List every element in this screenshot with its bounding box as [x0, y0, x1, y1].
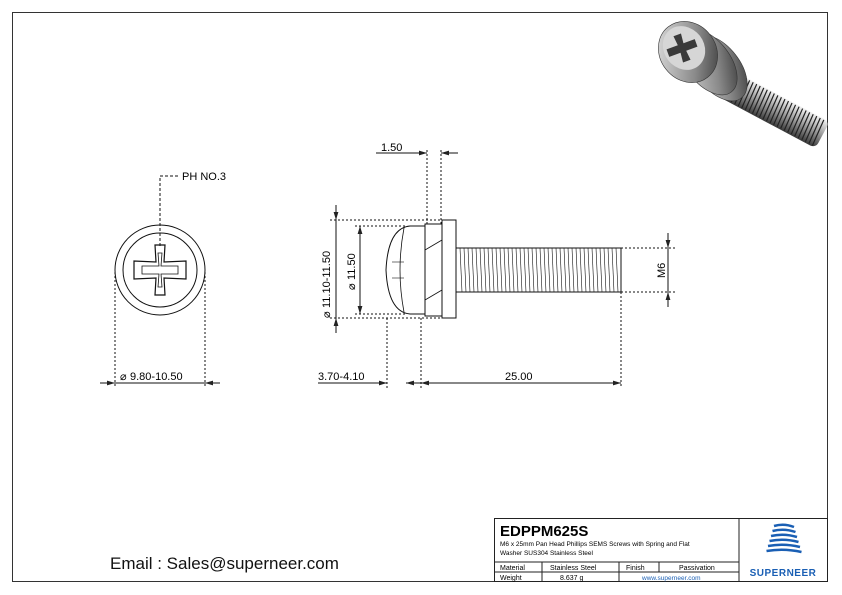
head-diameter-symbol: ⌀	[120, 371, 127, 383]
callout-leader	[159, 175, 180, 246]
screw-3d-render-icon	[658, 21, 828, 147]
finish-label: Finish	[626, 565, 645, 572]
length-label: 25.00	[505, 371, 533, 383]
superneer-logo-icon	[766, 523, 802, 554]
title-block: EDPPM625S M6 x 25mm Pan Head Phillips SE…	[494, 518, 828, 582]
head-height-label: 3.70-4.10	[318, 371, 364, 383]
spring-washer	[424, 223, 443, 317]
head-diameter-label: 9.80-10.50	[130, 371, 183, 383]
washer-thickness-label: 1.50	[381, 142, 402, 154]
screw-head	[385, 225, 426, 315]
contact-email[interactable]: Email : Sales@superneer.com	[110, 554, 339, 573]
finish-value: Passivation	[679, 565, 715, 572]
weight-value: 8.637 g	[560, 575, 583, 582]
weight-label: Weight	[500, 575, 522, 582]
head-view	[100, 175, 220, 388]
material-value: Stainless Steel	[550, 565, 597, 572]
phillips-recess-icon	[133, 244, 187, 296]
brand-name: SUPERNEER	[750, 568, 817, 579]
washer-diameter-label: 11.10-11.50	[321, 251, 333, 308]
side-view	[318, 150, 675, 388]
website-link[interactable]: www.superneer.com	[641, 575, 701, 582]
flat-washer	[441, 219, 457, 319]
drawing-frame	[12, 12, 828, 582]
washer-diameter-symbol: ⌀	[321, 311, 333, 318]
head-dia-label: 11.50	[346, 253, 358, 280]
material-label: Material	[500, 565, 525, 572]
head-dia-symbol: ⌀	[346, 283, 358, 290]
description-line1: M6 x 25mm Pan Head Phillips SEMS Screws …	[500, 541, 690, 548]
thread-lines	[459, 247, 619, 293]
part-number: EDPPM625S	[500, 523, 588, 540]
description-line2: Washer SUS304 Stainless Steel	[500, 550, 594, 557]
phillips-size-label: PH NO.3	[182, 171, 226, 183]
thread-size-label: M6	[656, 263, 668, 278]
